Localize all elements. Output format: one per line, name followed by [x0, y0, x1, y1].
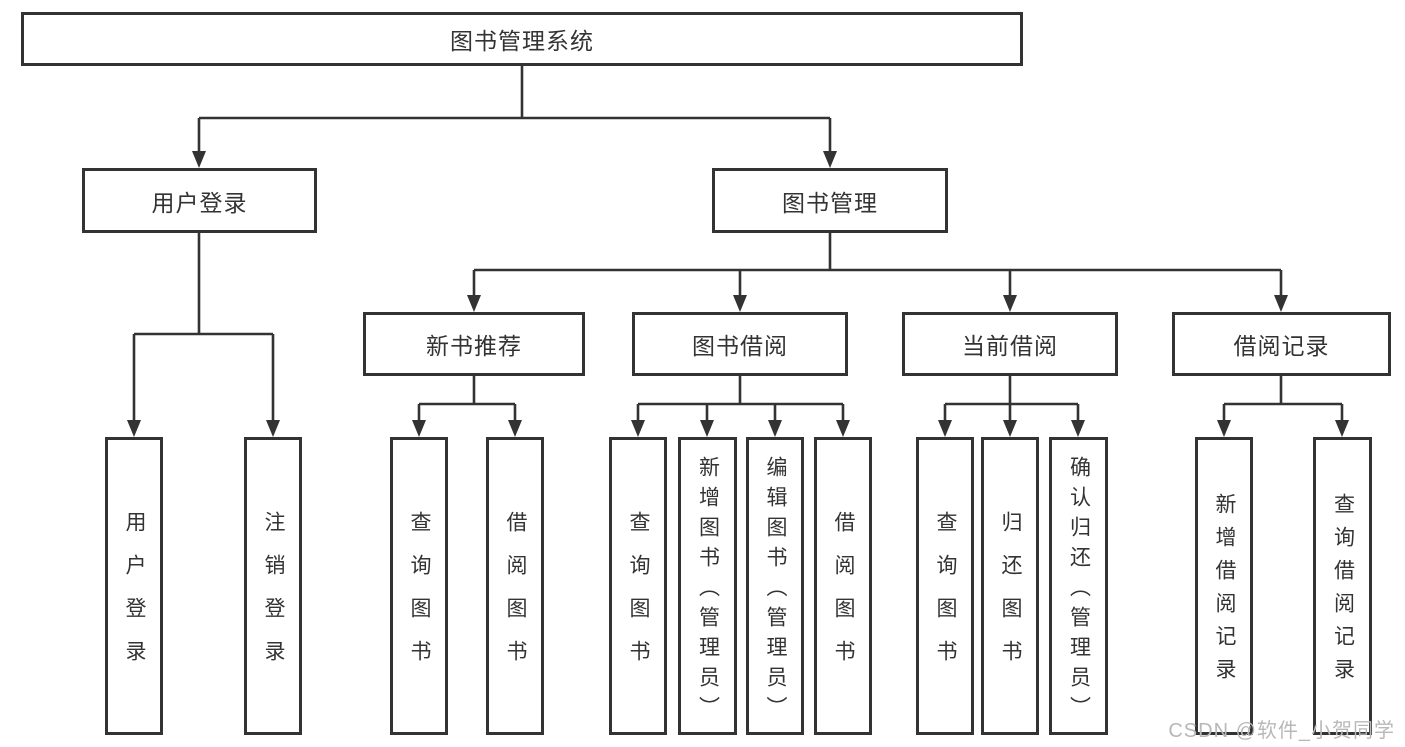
- leaf-edit-book-admin-label: 编辑图书（管理员）: [764, 455, 787, 726]
- leaf-add-borrow-record-label: 新增借阅记录: [1213, 493, 1236, 691]
- node-book-borrow: 图书借阅: [632, 312, 848, 376]
- leaf-query-borrow-record: 查询借阅记录: [1313, 437, 1372, 735]
- leaf-query-books-recommend-label: 查询图书: [408, 511, 431, 683]
- leaf-return-book: 归还图书: [981, 437, 1039, 735]
- leaf-logout: 注销登录: [244, 437, 302, 735]
- node-new-book-recommend-label: 新书推荐: [426, 333, 522, 359]
- node-new-book-recommend: 新书推荐: [363, 312, 585, 376]
- arrowheads: [127, 151, 1349, 437]
- leaf-confirm-return-admin: 确认归还（管理员）: [1049, 437, 1108, 735]
- leaf-add-borrow-record: 新增借阅记录: [1195, 437, 1253, 735]
- node-library-system: 图书管理系统: [21, 12, 1023, 66]
- leaf-borrow-books-recommend-label: 借阅图书: [504, 511, 527, 683]
- node-book-borrow-label: 图书借阅: [692, 333, 788, 359]
- leaf-query-books-borrow: 查询图书: [609, 437, 667, 735]
- watermark: CSDN @软件_小贺同学: [1168, 720, 1395, 742]
- leaf-user-login-label: 用户登录: [123, 511, 146, 683]
- leaf-query-books-current-label: 查询图书: [934, 511, 957, 683]
- connector-shafts: [132, 66, 1344, 421]
- node-user-login: 用户登录: [82, 168, 317, 233]
- node-current-borrow: 当前借阅: [902, 312, 1118, 376]
- leaf-confirm-return-admin-label: 确认归还（管理员）: [1067, 455, 1091, 726]
- node-borrow-record: 借阅记录: [1172, 312, 1391, 376]
- leaf-borrow-books-borrow: 借阅图书: [814, 437, 872, 735]
- leaf-query-books-recommend: 查询图书: [390, 437, 448, 735]
- node-current-borrow-label: 当前借阅: [962, 333, 1058, 359]
- leaf-add-book-admin: 新增图书（管理员）: [678, 437, 737, 735]
- node-borrow-record-label: 借阅记录: [1233, 333, 1330, 359]
- node-book-management-label: 图书管理: [782, 189, 878, 216]
- node-book-management: 图书管理: [712, 168, 948, 233]
- leaf-query-books-borrow-label: 查询图书: [627, 511, 650, 683]
- node-user-login-label: 用户登录: [151, 189, 248, 216]
- leaf-add-book-admin-label: 新增图书（管理员）: [696, 455, 720, 726]
- leaf-query-borrow-record-label: 查询借阅记录: [1331, 493, 1355, 691]
- leaf-borrow-books-borrow-label: 借阅图书: [832, 511, 855, 683]
- node-library-system-label: 图书管理系统: [450, 28, 594, 54]
- leaf-return-book-label: 归还图书: [999, 511, 1022, 683]
- leaf-logout-label: 注销登录: [262, 511, 285, 683]
- leaf-edit-book-admin: 编辑图书（管理员）: [746, 437, 804, 735]
- leaf-query-books-current: 查询图书: [916, 437, 974, 735]
- leaf-borrow-books-recommend: 借阅图书: [486, 437, 544, 735]
- leaf-user-login: 用户登录: [105, 437, 163, 735]
